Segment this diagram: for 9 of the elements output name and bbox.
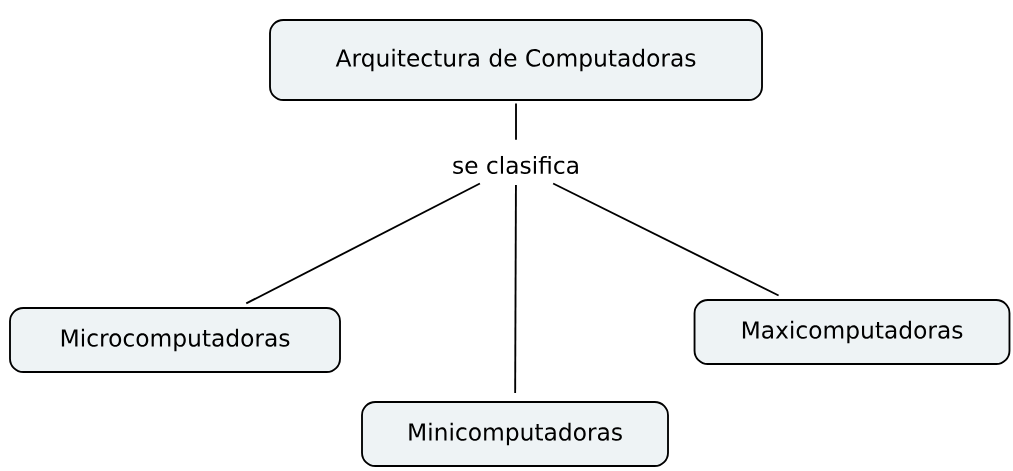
connector-line (245, 182, 481, 305)
connector-line (515, 102, 517, 141)
concept-box: Arquitectura de Computadoras (269, 19, 763, 101)
concept-box: Microcomputadoras (9, 307, 341, 373)
connector-line (514, 184, 517, 394)
concept-box: Minicomputadoras (361, 401, 669, 467)
connector-line (552, 182, 780, 297)
linking-phrase: se clasifica (444, 147, 588, 183)
concept-box: Maxicomputadoras (693, 299, 1011, 365)
